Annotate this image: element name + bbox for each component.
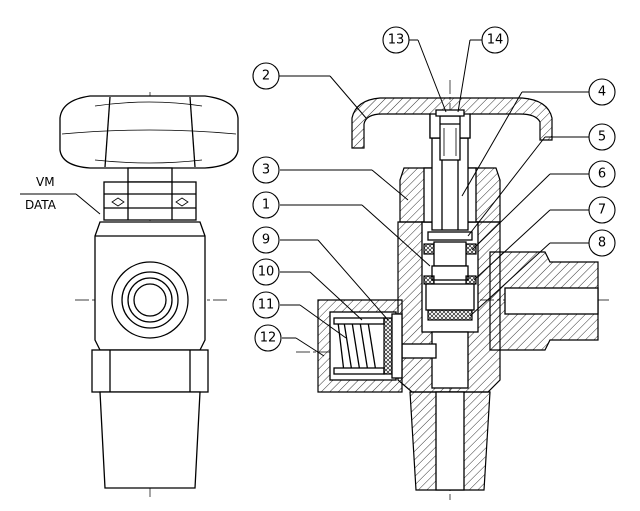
set-screw	[439, 115, 461, 161]
svg-text:13: 13	[388, 33, 405, 48]
callout-7: 7	[588, 196, 616, 224]
o-ring-right	[465, 243, 477, 255]
svg-text:2: 2	[262, 69, 270, 84]
side-lower-hex	[91, 349, 209, 393]
svg-text:5: 5	[598, 130, 606, 145]
svg-text:12: 12	[260, 331, 277, 346]
callout-leaders	[266, 39, 592, 357]
svg-text:8: 8	[598, 236, 606, 251]
callout-14: 14	[481, 26, 509, 54]
svg-text:3: 3	[262, 163, 270, 178]
svg-text:7: 7	[598, 203, 606, 218]
callout-11: 11	[252, 291, 280, 319]
callout-5: 5	[588, 123, 616, 151]
svg-text:6: 6	[598, 167, 606, 182]
callout-13: 13	[382, 26, 410, 54]
callout-balloons: 2 13 14 4 5 6 7 8	[252, 26, 616, 352]
callout-10: 10	[252, 258, 280, 286]
svg-text:14: 14	[487, 33, 504, 48]
svg-text:4: 4	[598, 85, 606, 100]
svg-text:11: 11	[258, 298, 275, 313]
svg-text:1: 1	[262, 198, 270, 213]
callout-4: 4	[588, 78, 616, 106]
callout-1: 1	[252, 191, 280, 219]
svg-text:10: 10	[258, 265, 275, 280]
o-ring-left	[423, 243, 435, 255]
note-vm: VM	[36, 175, 55, 189]
callout-3: 3	[252, 156, 280, 184]
vm-data-note: VM DATA	[20, 175, 101, 215]
valve-seat	[427, 309, 473, 321]
callout-2: 2	[252, 62, 280, 90]
side-view	[59, 92, 239, 500]
callout-9: 9	[252, 226, 280, 254]
svg-text:9: 9	[262, 233, 270, 248]
section-view	[296, 80, 610, 500]
callout-6: 6	[588, 160, 616, 188]
washer	[427, 231, 473, 241]
note-data: DATA	[25, 198, 57, 212]
seal-left	[423, 275, 435, 285]
callout-8: 8	[588, 229, 616, 257]
side-packing-nut	[103, 181, 197, 221]
side-neck	[99, 391, 201, 489]
relief-seal	[383, 317, 393, 375]
callout-12: 12	[254, 324, 282, 352]
